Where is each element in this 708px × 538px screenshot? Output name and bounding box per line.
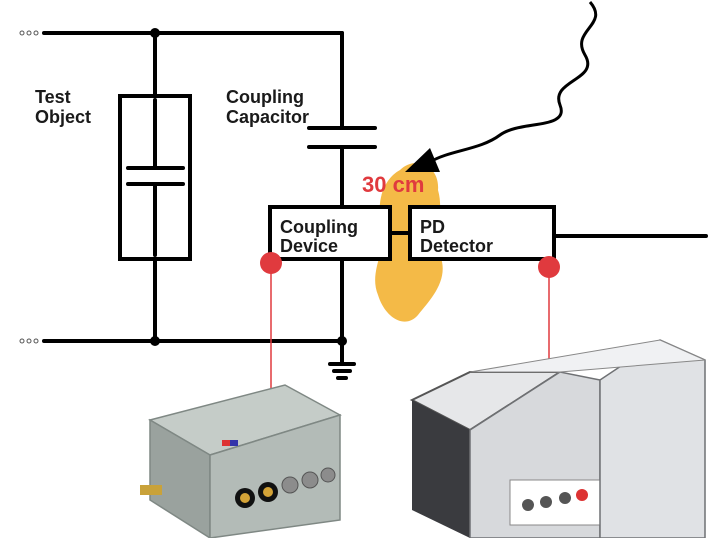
- coupling-device-photo: [140, 384, 342, 538]
- arrow-head: [405, 148, 440, 172]
- coupling-capacitor-label-2: Capacitor: [226, 107, 309, 127]
- pd-detector-label-2: Detector: [420, 236, 493, 256]
- coupling-capacitor-label-1: Coupling: [226, 87, 304, 107]
- coupling-device-label-1: Coupling: [280, 217, 358, 237]
- arrow-icon: [429, 1, 598, 164]
- pd-detector-photo: [409, 339, 706, 538]
- test-object-label-1: Test: [35, 87, 71, 107]
- distance-label: 30 cm: [362, 172, 424, 197]
- pd-detector-marker: [538, 256, 560, 278]
- pd-detector-label-1: PD: [420, 217, 445, 237]
- coupling-device-box: [268, 205, 392, 261]
- coupling-device-label-2: Device: [280, 236, 338, 256]
- test-object-label-2: Object: [35, 107, 91, 127]
- coupling-device-marker: [260, 252, 282, 274]
- pd-detector-box: [408, 205, 556, 261]
- bottom-terminal: [19, 338, 39, 344]
- top-terminal: [19, 30, 39, 36]
- ground-icon: [328, 362, 356, 380]
